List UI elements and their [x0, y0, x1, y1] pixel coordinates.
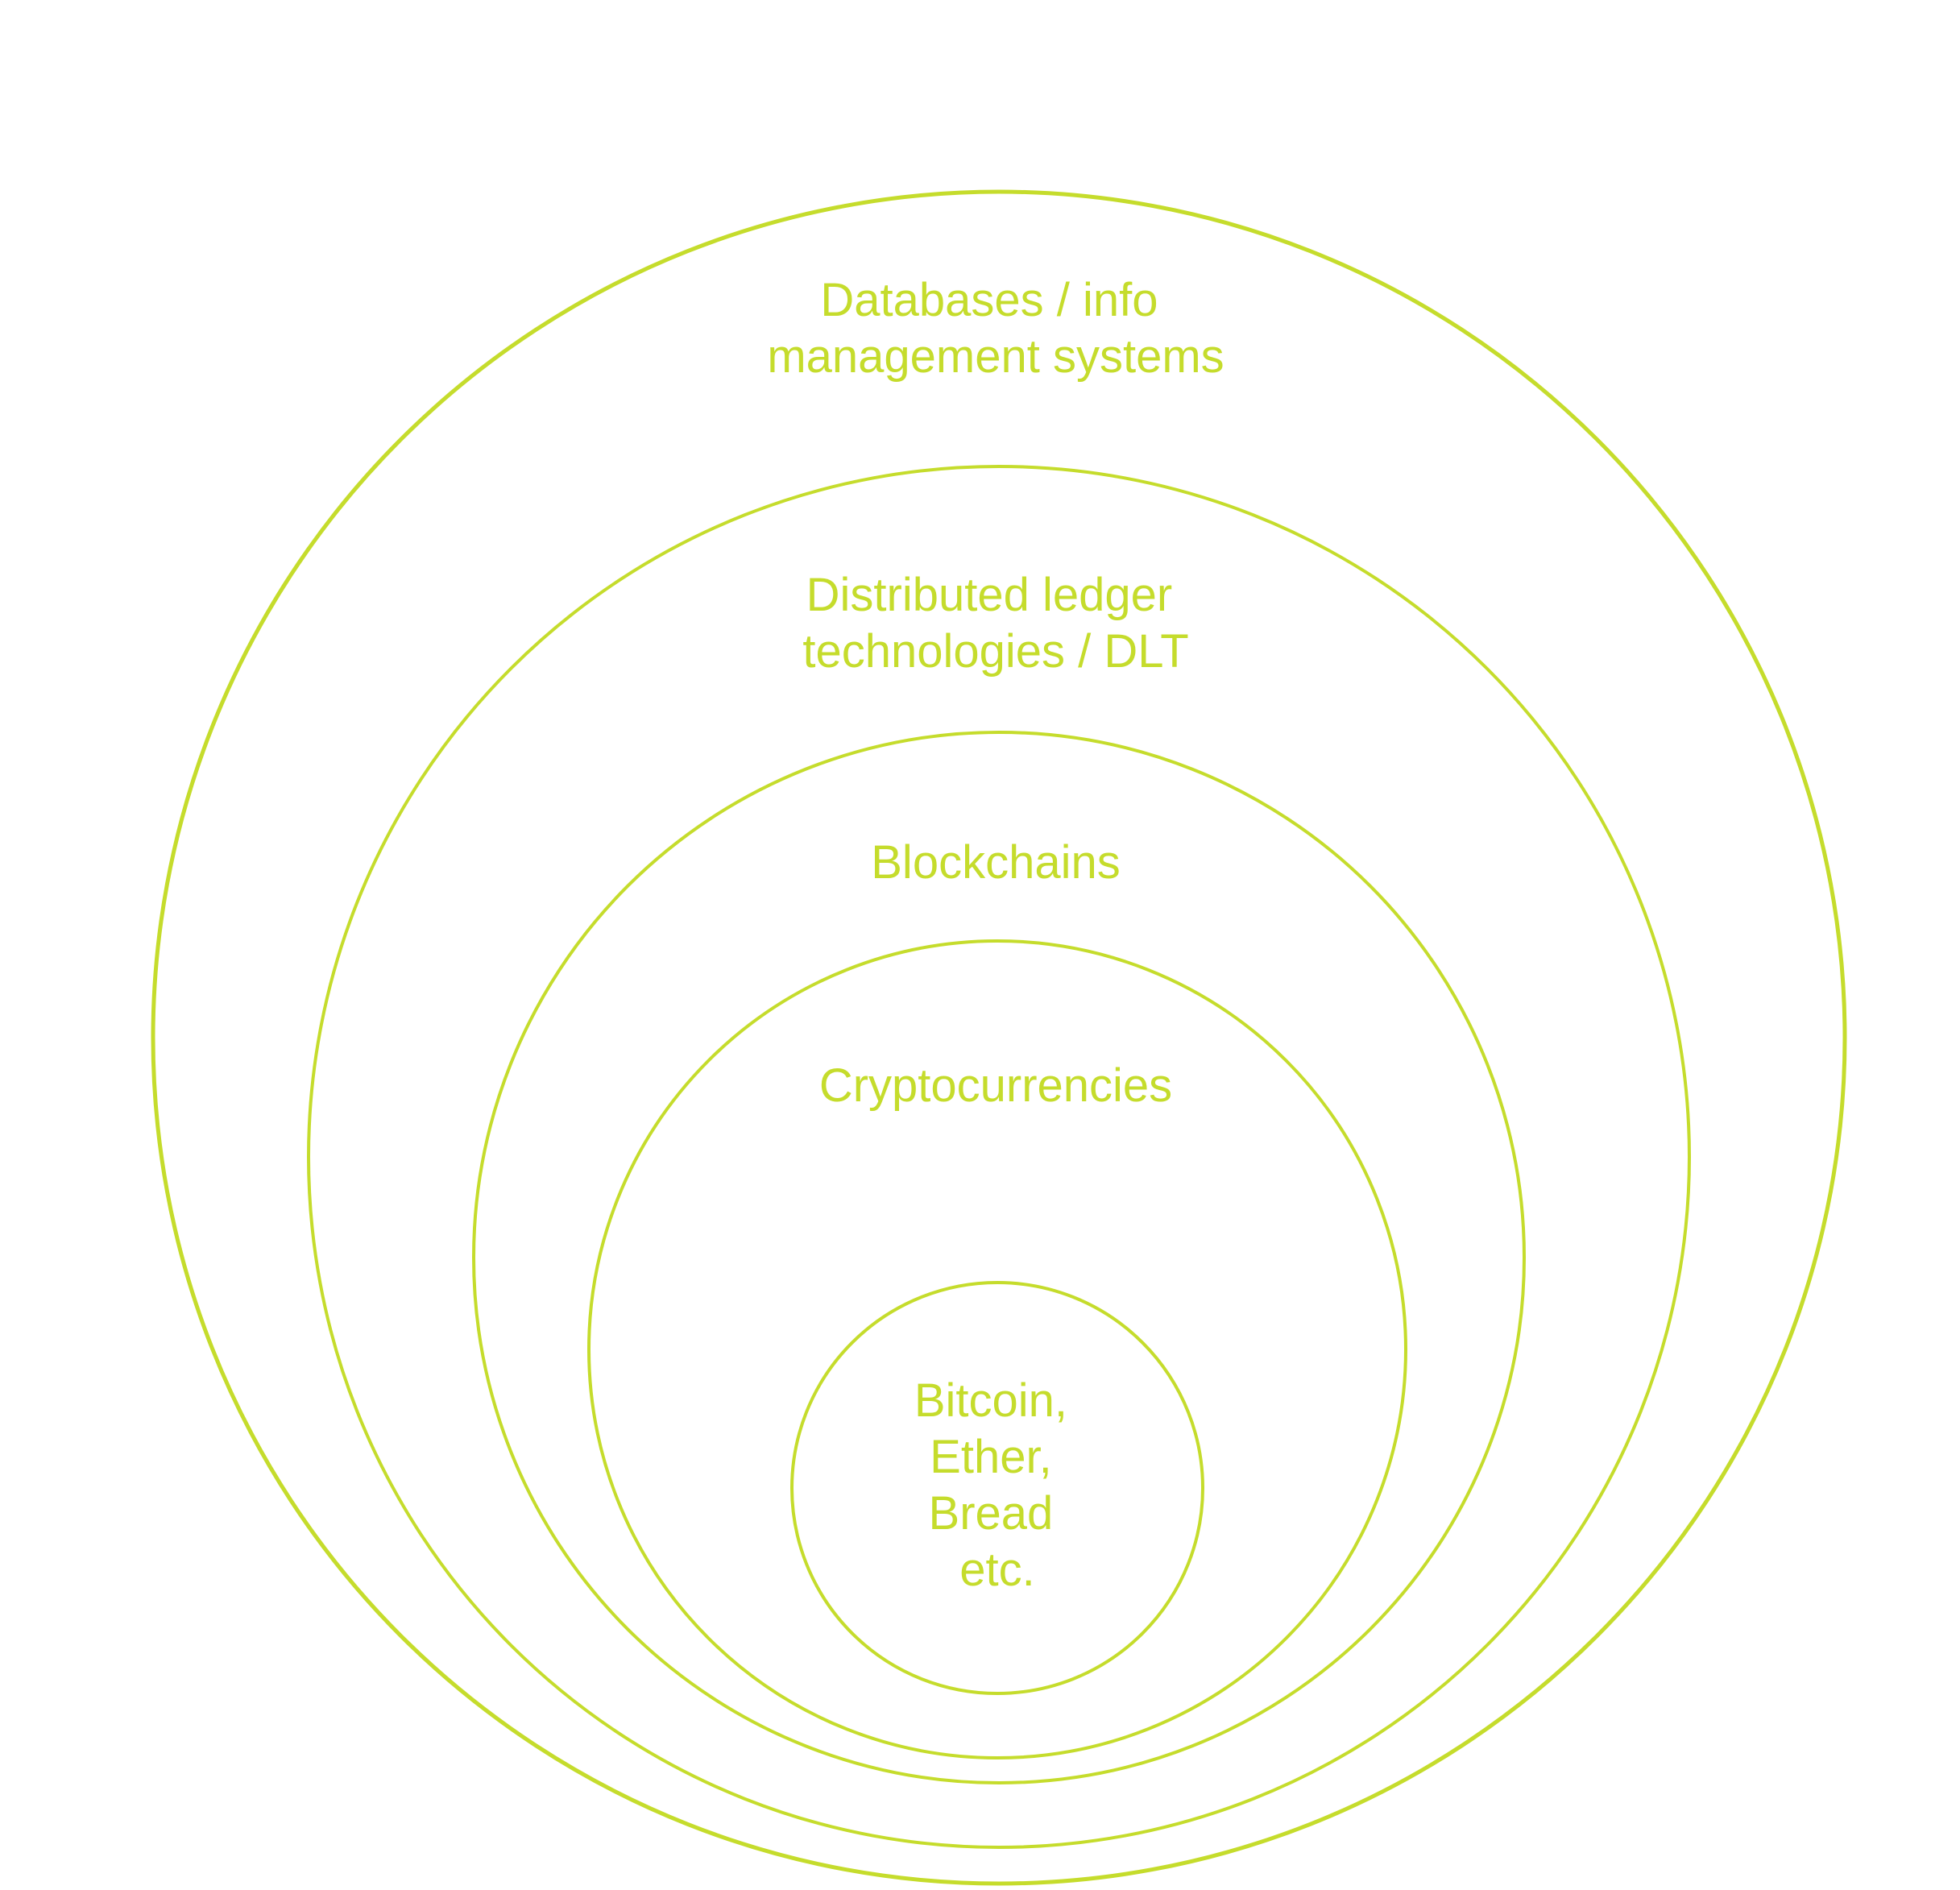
label-dlt-line-1: Distributed ledger	[806, 569, 1173, 621]
label-dlt: Distributed ledger technologies / DLT	[802, 569, 1188, 678]
label-databases: Databases / info management systems	[767, 274, 1224, 383]
label-examples-line-1: Bitcoin,	[914, 1374, 1067, 1427]
label-cryptocurrencies-line-1: Cryptocurrencies	[819, 1059, 1172, 1112]
ring-blockchains	[472, 731, 1526, 1784]
ring-examples	[790, 1281, 1204, 1695]
label-blockchains: Blockchains	[871, 836, 1120, 889]
label-examples-line-2: Ether,	[930, 1431, 1052, 1483]
label-examples-line-4: etc.	[959, 1544, 1035, 1596]
label-cryptocurrencies: Cryptocurrencies	[819, 1059, 1172, 1112]
ring-dlt	[307, 465, 1691, 1849]
label-examples: Bitcoin, Ether, Bread etc.	[914, 1374, 1080, 1596]
label-dlt-line-2: technologies / DLT	[802, 625, 1188, 678]
label-blockchains-line-1: Blockchains	[871, 836, 1120, 889]
label-examples-line-3: Bread	[929, 1487, 1054, 1540]
ring-cryptocurrencies	[587, 939, 1407, 1759]
label-databases-line-2: management systems	[767, 330, 1224, 383]
ring-databases	[151, 189, 1847, 1886]
label-databases-line-1: Databases / info	[820, 274, 1158, 326]
